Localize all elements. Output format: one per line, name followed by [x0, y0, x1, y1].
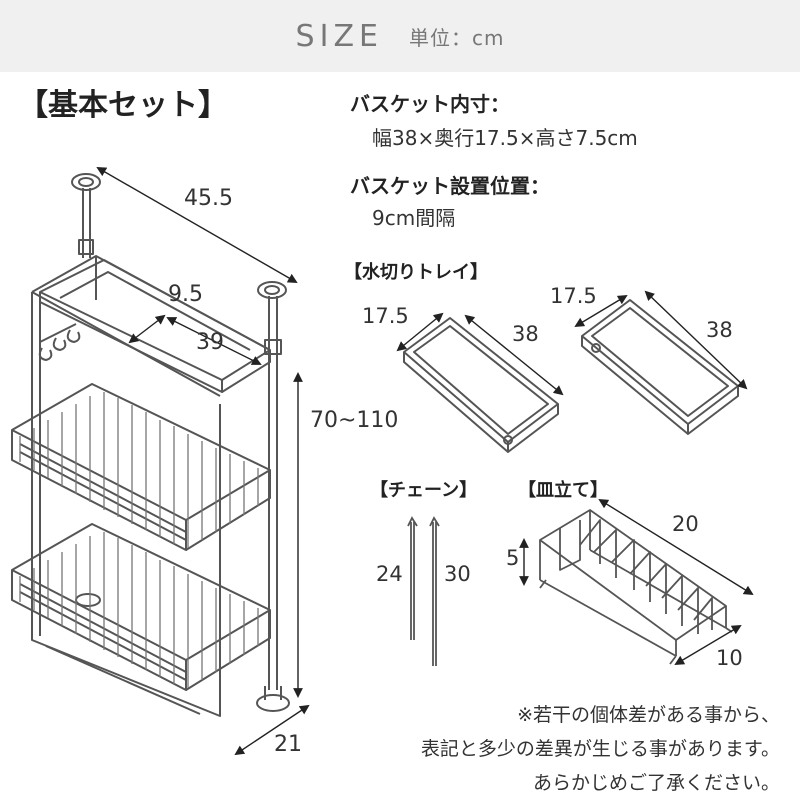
dish-rack-length: 20 [672, 512, 699, 536]
rack-illustration [11, 173, 290, 717]
basket-position-label: バスケット設置位置： [350, 174, 550, 198]
dish-rack-heading: 【皿立て】 [518, 480, 608, 501]
basket-position-value: 9cm間隔 [372, 206, 456, 230]
size-header: SIZE 単位：cm [0, 0, 800, 72]
tray2-depth: 17.5 [550, 284, 597, 308]
chain-heading: 【チェーン】 [370, 480, 478, 501]
drain-tray-1-arrows [396, 312, 564, 396]
dish-rack-width: 10 [716, 646, 743, 670]
note-line-1: ※若干の個体差がある事から、 [517, 704, 780, 726]
size-title: SIZE [295, 18, 383, 54]
chain-length-30: 30 [444, 562, 471, 586]
tray1-length: 38 [512, 322, 539, 346]
tray1-depth: 17.5 [362, 304, 409, 328]
dim-depth: 21 [274, 732, 302, 757]
basic-set-heading: 【基本セット】 [18, 88, 228, 123]
dish-rack-height: 5 [506, 546, 520, 570]
dim-shelf-width: 39 [196, 330, 224, 355]
dim-height: 70~110 [310, 408, 399, 433]
tray2-length: 38 [706, 318, 733, 342]
chain-drawings [407, 516, 440, 666]
dish-rack-arrows [519, 498, 754, 666]
dim-shelf-depth: 9.5 [168, 282, 203, 307]
note-line-3: あらかじめご了承ください。 [532, 772, 780, 794]
basket-wires [19, 392, 259, 688]
basket-inner-value: 幅38×奥行17.5×高さ7.5cm [372, 126, 638, 150]
chain-length-24: 24 [376, 562, 403, 586]
drain-tray-2-arrows [574, 290, 748, 390]
basket-inner-label: バスケット内寸： [350, 92, 510, 116]
drain-tray-heading: 【水切りトレイ】 [344, 262, 488, 283]
rack-dimension-arrows [96, 167, 310, 756]
note-line-2: 表記と多少の差異が生じる事があります。 [420, 738, 780, 760]
unit-label: 単位：cm [408, 25, 505, 50]
dish-rack-drawing [539, 509, 733, 665]
dim-width: 45.5 [184, 186, 233, 211]
